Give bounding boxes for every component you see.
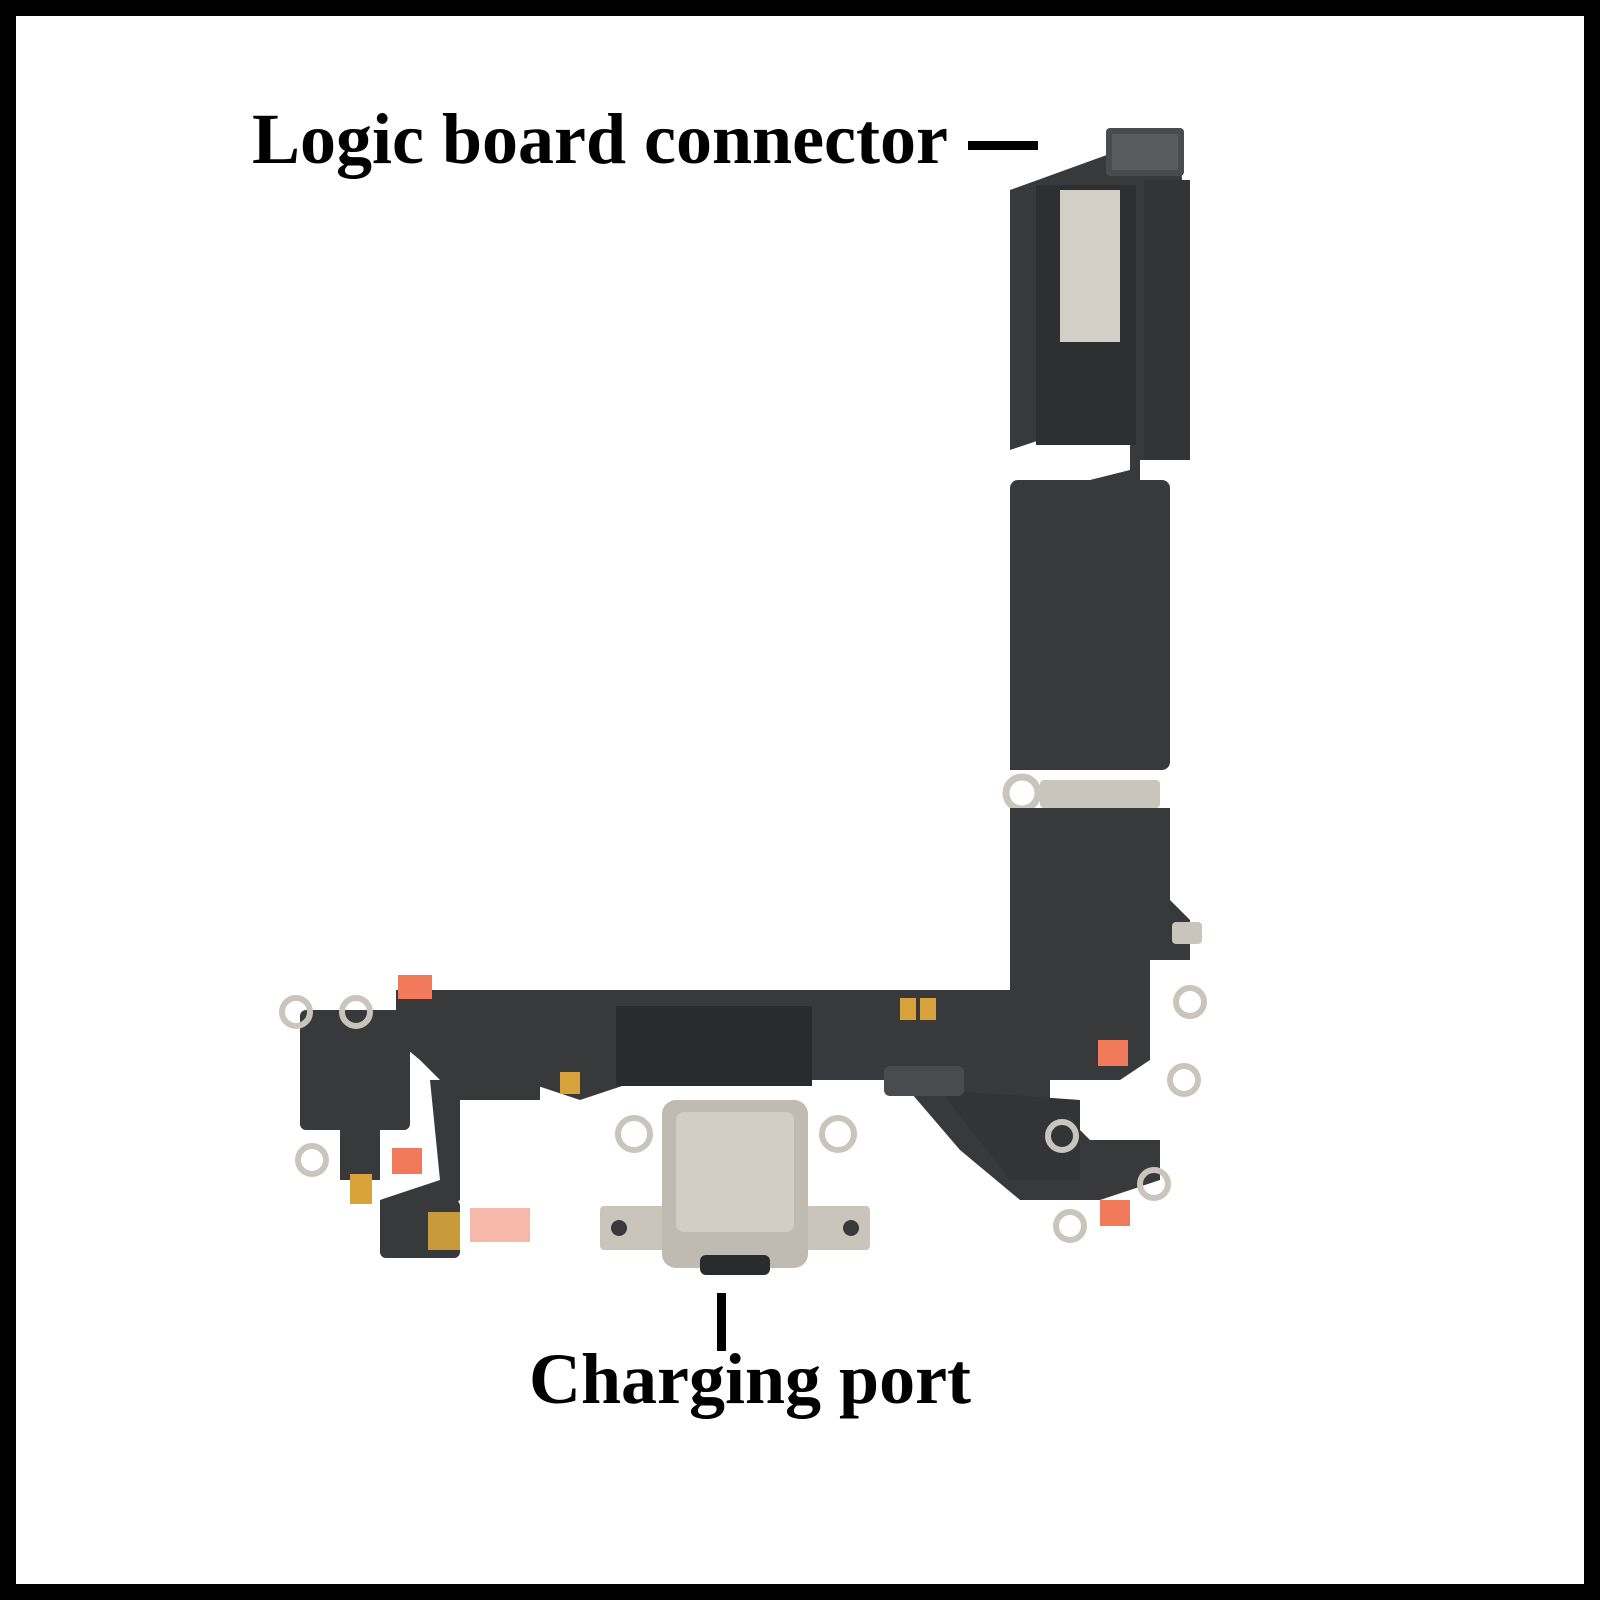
logic-board-connector-leader-line (968, 141, 1038, 150)
contact-pads (350, 998, 936, 1250)
logic-board-connector (1106, 128, 1184, 176)
charging-port-label: Charging port (529, 1339, 972, 1419)
charging-port-leader-line (717, 1293, 726, 1351)
board-connector-block (616, 1006, 964, 1096)
logic-board-connector-label: Logic board connector (252, 99, 948, 179)
adhesive-tabs (392, 975, 1130, 1242)
charging-port-connector (600, 1100, 870, 1275)
screw-mount-rings (279, 985, 1207, 1243)
shield-plate-upper (1060, 190, 1120, 342)
flex-cable-horizontal (396, 990, 1160, 1200)
metal-bracket-mid (1002, 773, 1160, 813)
metal-bracket-right (1172, 922, 1202, 944)
flex-cable-lower-vertical (1010, 808, 1190, 1080)
